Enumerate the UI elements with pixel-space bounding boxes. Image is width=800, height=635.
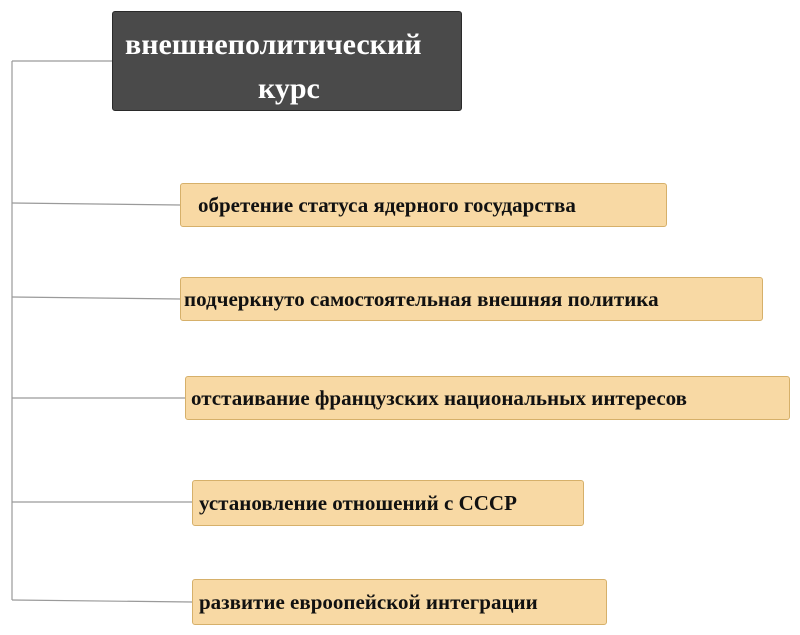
diagram-title-box: внешнеполитический курс [112, 11, 462, 111]
diagram-item-european-integration: развитие евроопейской интеграции [192, 579, 607, 625]
connector-item-1 [11, 296, 181, 300]
diagram-item-label: обретение статуса ядерного государства [198, 192, 576, 217]
diagram-item-ussr-relations: установление отношений с СССР [192, 480, 584, 526]
diagram-item-independent-policy: подчеркнуто самостоятельная внешняя поли… [180, 277, 763, 321]
diagram-item-label: развитие евроопейской интеграции [199, 589, 538, 614]
diagram-title-line2: курс [258, 72, 320, 105]
diagram-item-nuclear-status: обретение статуса ядерного государства [180, 183, 667, 227]
connector-item-4 [11, 599, 193, 603]
diagram-item-label: отстаивание французских национальных инт… [191, 385, 687, 410]
diagram-item-label: подчеркнуто самостоятельная внешняя поли… [184, 286, 659, 311]
diagram-item-label: установление отношений с СССР [199, 490, 517, 515]
diagram-item-national-interests: отстаивание французских национальных инт… [185, 376, 790, 420]
diagram-title-line1: внешнеполитический [125, 28, 422, 61]
connector-item-0 [11, 202, 181, 206]
